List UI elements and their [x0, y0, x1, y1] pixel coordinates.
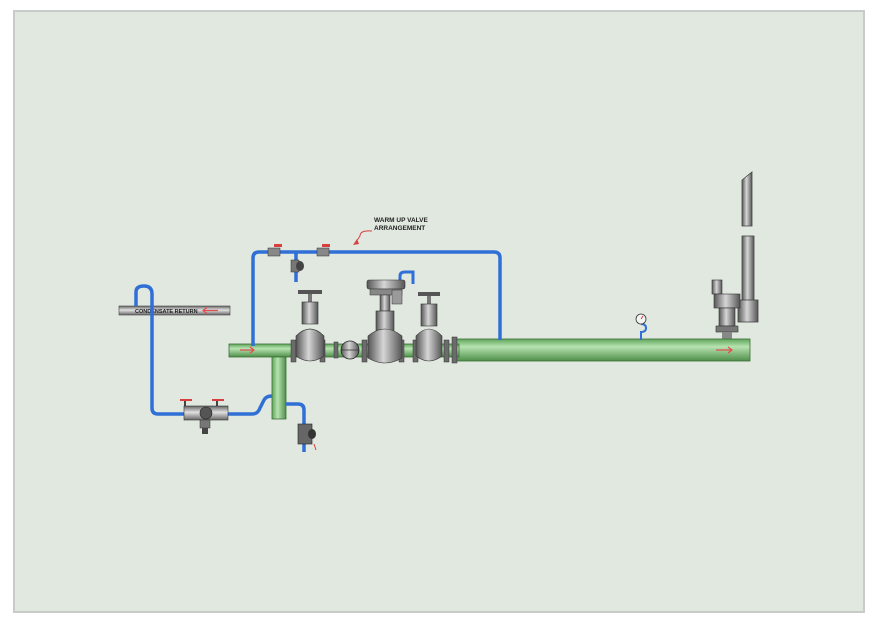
safety-valve-icon	[711, 279, 741, 342]
gate-valve-icon	[295, 290, 325, 362]
pressure-gauge-icon	[635, 313, 648, 340]
condensate-return-header: CONDENSATE RETURN	[118, 305, 231, 316]
vent-pipe-icon	[737, 171, 759, 323]
condensate-label: CONDENSATE RETURN	[135, 309, 198, 315]
drain-trap-icon	[297, 423, 317, 451]
annotation-label: WARM UP VALVE ARRANGEMENT	[374, 217, 430, 232]
annotation-line-2: ARRANGEMENT	[374, 225, 425, 232]
bypass-small-valves	[267, 244, 330, 273]
annotation-leader	[355, 230, 373, 243]
control-valve-icon	[366, 270, 415, 364]
annotation-line-1: WARM UP VALVE	[374, 217, 428, 224]
gate-valve-icon	[415, 292, 443, 362]
strainer-icon	[340, 340, 360, 360]
drain-line	[134, 284, 306, 452]
steam-trap-icon	[180, 399, 229, 434]
